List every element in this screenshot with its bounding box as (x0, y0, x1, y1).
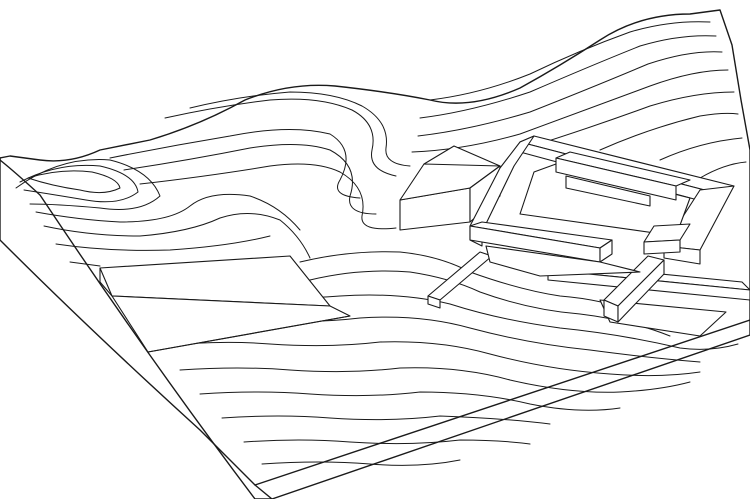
contour-line (55, 235, 271, 251)
terrain-front-face-top-edge (0, 239, 750, 486)
terrain-front-face-bottom-edge (254, 484, 273, 499)
contour-line (243, 439, 531, 445)
contour-line (35, 193, 301, 231)
south-east-block-front (617, 259, 665, 323)
courtyard-inner-block-side (555, 157, 677, 201)
terrain-block (0, 9, 750, 499)
contour-line (164, 98, 397, 177)
terrace-upper-edge (99, 268, 113, 297)
contour-line (411, 69, 729, 153)
contour-line (199, 391, 621, 411)
south-west-wing-side (427, 295, 441, 309)
courtyard-inner-low-block (565, 175, 651, 207)
contour-lines (15, 21, 747, 466)
courtyard-south-bar-end (599, 239, 613, 263)
courtyard-inner-floor (519, 163, 691, 237)
contour-line (139, 163, 397, 230)
contour-line (109, 128, 361, 199)
contour-line (309, 270, 671, 337)
contour-line (43, 213, 311, 259)
contour-line (417, 51, 723, 137)
front-ground-plate (485, 245, 641, 277)
contour-line (599, 112, 739, 151)
contour-line (19, 164, 139, 203)
terraces (99, 255, 351, 353)
contour-line (261, 459, 461, 466)
contour-line (221, 415, 551, 425)
terrain-outer-edge (0, 9, 750, 499)
contour-line (69, 261, 101, 267)
contour-line (123, 143, 377, 215)
contour-line (659, 137, 743, 161)
contour-line (699, 161, 747, 179)
contour-line (179, 367, 691, 393)
building-complex (399, 135, 750, 337)
terrace-lower-edge (147, 315, 351, 353)
contour-line (159, 341, 701, 377)
contour-line (419, 35, 717, 119)
contour-line (429, 21, 711, 101)
contour-line (27, 170, 121, 194)
contour-line (189, 91, 411, 167)
east-annex-side (643, 239, 681, 255)
contour-line (519, 91, 735, 151)
contour-line (15, 159, 161, 210)
